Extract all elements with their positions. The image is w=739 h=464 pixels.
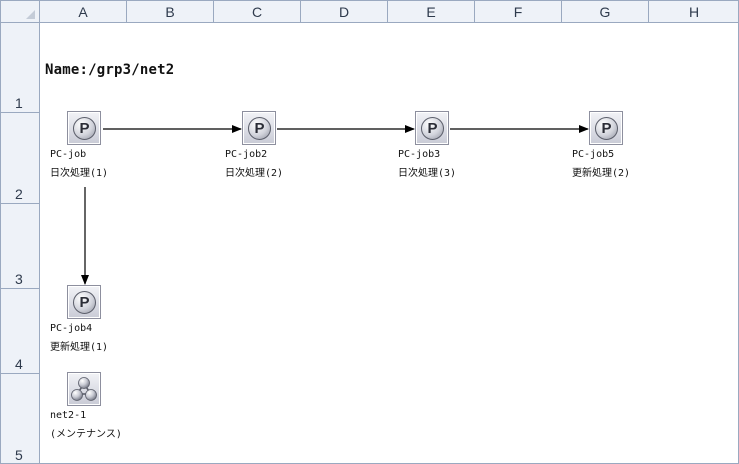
job-description: 日次処理(1) <box>50 168 109 179</box>
column-header-g[interactable]: G <box>562 1 649 23</box>
jobnet-circles-icon <box>71 377 97 401</box>
job-description: 更新処理(2) <box>572 168 631 179</box>
p-glyph: P <box>79 120 90 137</box>
pc-job-icon[interactable]: P <box>589 111 623 145</box>
row-header-4[interactable]: 4 <box>1 289 40 374</box>
job-name: PC-job5 <box>572 149 615 160</box>
column-header-h[interactable]: H <box>649 1 738 23</box>
row-number: 3 <box>15 271 23 287</box>
pc-job-icon[interactable]: P <box>67 111 101 145</box>
p-glyph: P <box>601 120 612 137</box>
row-number: 5 <box>15 447 23 463</box>
column-header-c[interactable]: C <box>214 1 301 23</box>
job-name: PC-job <box>50 149 87 160</box>
row-header-1[interactable]: 1 <box>1 23 40 113</box>
job-name: PC-job3 <box>398 149 441 160</box>
column-header-b[interactable]: B <box>127 1 214 23</box>
row-number: 2 <box>15 186 23 202</box>
row-header-5[interactable]: 5 <box>1 374 40 463</box>
jobnet-description: (メンテナンス) <box>50 429 122 440</box>
row-number: 1 <box>15 95 23 111</box>
job-description: 更新処理(1) <box>50 342 109 353</box>
column-header-e[interactable]: E <box>388 1 475 23</box>
row-header-2[interactable]: 2 <box>1 113 40 204</box>
net-title: Name:/grp3/net2 <box>45 62 175 78</box>
job-name: PC-job4 <box>50 323 93 334</box>
row-header-3[interactable]: 3 <box>1 204 40 289</box>
p-glyph: P <box>427 120 438 137</box>
pc-job-icon[interactable]: P <box>67 285 101 319</box>
p-glyph: P <box>254 120 265 137</box>
pc-job-icon[interactable]: P <box>242 111 276 145</box>
jobnet-name: net2-1 <box>50 410 87 421</box>
row-number: 4 <box>15 356 23 372</box>
column-header-d[interactable]: D <box>301 1 388 23</box>
job-description: 日次処理(3) <box>398 168 457 179</box>
job-description: 日次処理(2) <box>225 168 284 179</box>
corner-triangle-icon <box>26 10 35 19</box>
column-header-f[interactable]: F <box>475 1 562 23</box>
p-glyph: P <box>79 294 90 311</box>
column-header-a[interactable]: A <box>40 1 127 23</box>
job-name: PC-job2 <box>225 149 268 160</box>
jobnet-icon[interactable] <box>67 372 101 406</box>
select-all-corner[interactable] <box>1 1 40 23</box>
pc-job-icon[interactable]: P <box>415 111 449 145</box>
